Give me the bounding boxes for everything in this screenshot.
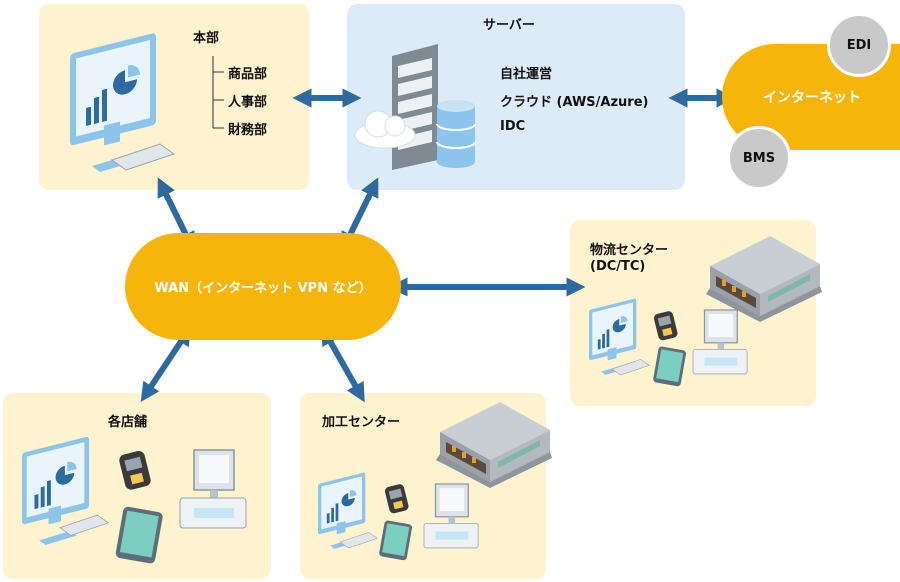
hq-department-merchandise: 商品部	[228, 67, 268, 82]
logistics-pos-icon	[692, 309, 748, 375]
bms-circle: BMS	[727, 126, 791, 190]
stores-title: 各店舗	[108, 415, 148, 430]
server-item-idc: IDC	[500, 119, 526, 134]
hq-tree-lines	[212, 56, 224, 129]
server-item-cloud: クラウド (AWS/Azure)	[500, 95, 649, 110]
wan-pill: WAN（インターネット VPN など）	[125, 233, 401, 340]
hq-keyboard-icon	[111, 143, 175, 171]
server-title: サーバー	[483, 18, 535, 33]
edi-circle: EDI	[827, 13, 891, 77]
processing-tablet-icon	[378, 520, 413, 561]
arrow-wan-processing	[321, 325, 365, 403]
internet-label: インターネット	[763, 90, 861, 106]
stores-handy-icon	[118, 449, 152, 491]
hq-department-finance: 財務部	[228, 123, 268, 138]
processing-keyboard-icon	[339, 532, 378, 549]
processing-pos-icon	[423, 483, 479, 549]
wan-label: WAN（インターネット VPN など）	[154, 281, 372, 296]
stores-keyboard-icon	[59, 514, 109, 536]
database-icon	[436, 100, 476, 168]
cloud-icon	[354, 110, 416, 149]
arrow-wan-stores	[140, 326, 192, 402]
server-rack-icon	[392, 44, 438, 170]
logistics-subtitle: (DC/TC)	[590, 259, 646, 274]
bms-label: BMS	[742, 150, 776, 166]
logistics-handy-icon	[653, 310, 679, 342]
stores-tablet-icon	[114, 506, 164, 565]
logistics-tablet-icon	[652, 346, 687, 387]
logistics-warehouse-icon	[706, 236, 822, 322]
logistics-title: 物流センター	[590, 243, 669, 258]
edi-label: EDI	[846, 37, 872, 53]
server-item-self: 自社運営	[500, 67, 553, 82]
processing-handy-icon	[384, 483, 410, 515]
hq-department-hr: 人事部	[228, 95, 268, 110]
hq-title: 本部	[193, 31, 220, 46]
processing-warehouse-icon	[436, 402, 552, 488]
stores-pos-icon	[179, 449, 247, 529]
processing-title: 加工センター	[322, 415, 401, 430]
logistics-keyboard-icon	[611, 359, 650, 376]
